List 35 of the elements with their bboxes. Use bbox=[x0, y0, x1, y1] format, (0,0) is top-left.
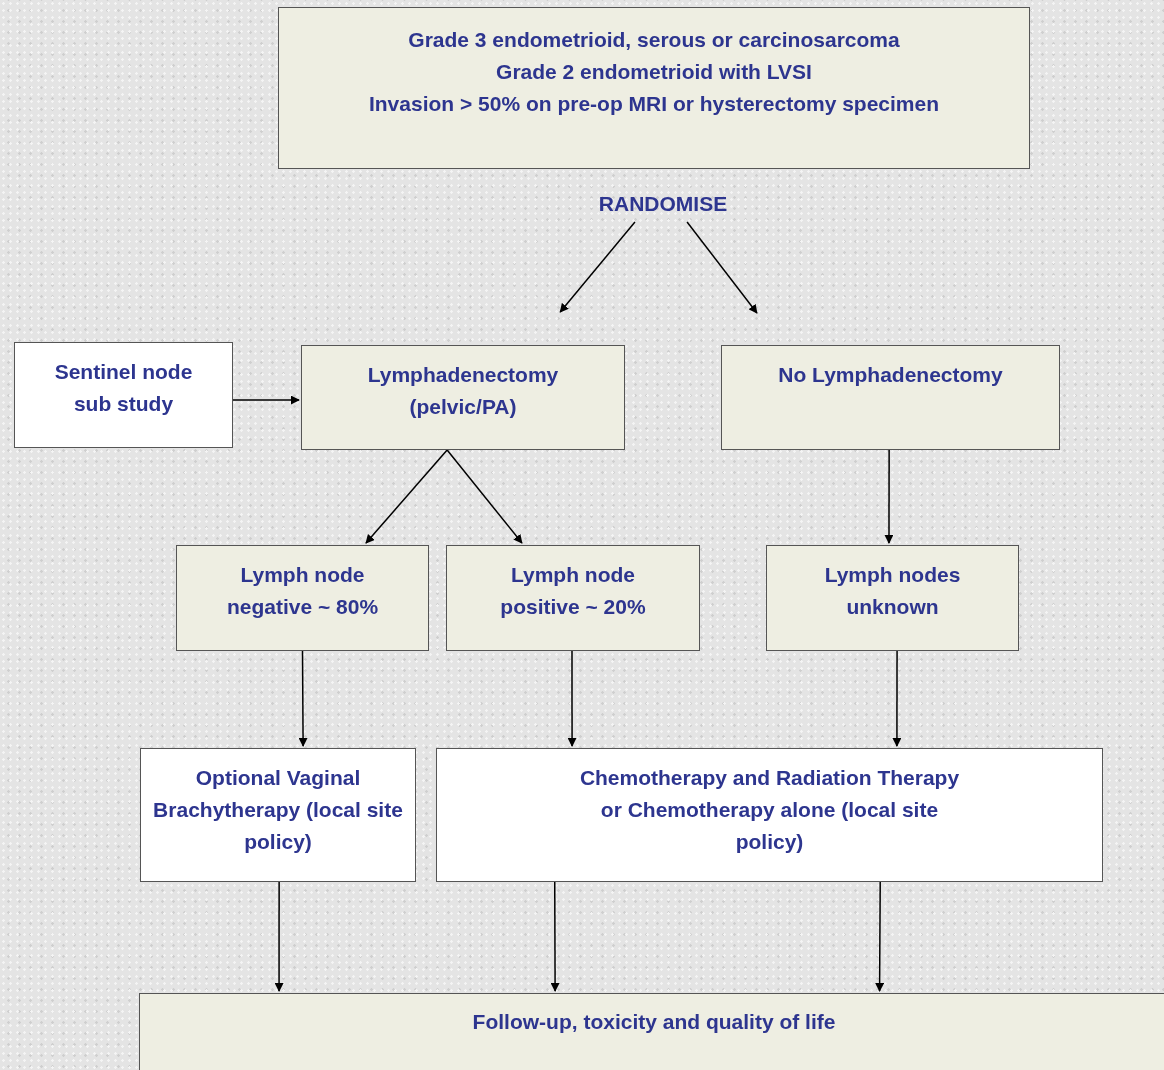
box-text: Lymph node positive ~ 20% bbox=[499, 562, 647, 620]
treatment-box bbox=[140, 748, 416, 882]
arrow bbox=[567, 650, 577, 747]
box-text: Follow-up, toxicity and quality of life bbox=[472, 1009, 836, 1035]
arrow bbox=[365, 449, 448, 544]
box-text: Lymph nodes unknown bbox=[823, 562, 962, 620]
outcome-box bbox=[446, 545, 700, 651]
box-text: Invasion > 50% on pre-op MRI or hysterectomy specimen bbox=[368, 91, 940, 117]
process-box bbox=[301, 345, 625, 450]
box-text: RANDOMISE bbox=[598, 191, 728, 217]
criteria-box bbox=[278, 7, 1030, 169]
process-box bbox=[721, 345, 1060, 450]
arrow bbox=[559, 221, 636, 313]
arrow bbox=[875, 881, 885, 992]
outcome-box bbox=[766, 545, 1019, 651]
box-text: Lymph node negative ~ 80% bbox=[225, 562, 380, 620]
box-text: No Lymphadenectomy bbox=[778, 362, 1003, 388]
box-text: Sentinel node sub study bbox=[53, 359, 194, 417]
arrow bbox=[232, 395, 300, 405]
substudy-box bbox=[14, 342, 233, 448]
treatment-box bbox=[436, 748, 1103, 882]
arrow bbox=[298, 650, 308, 747]
arrow bbox=[884, 449, 894, 544]
box-text: Chemotherapy and Radiation Therapy or Chemotherapy alone (local site policy) bbox=[578, 765, 961, 855]
follow-up-box bbox=[139, 993, 1164, 1070]
arrow bbox=[274, 881, 284, 992]
outcome-box bbox=[176, 545, 429, 651]
arrow bbox=[892, 650, 902, 747]
arrow bbox=[686, 221, 758, 314]
arrow bbox=[550, 881, 560, 992]
arrow bbox=[446, 449, 523, 544]
box-text: Lymphadenectomy (pelvic/PA) bbox=[366, 362, 560, 420]
box-text: Grade 2 endometrioid with LVSI bbox=[496, 59, 812, 85]
box-text: Optional Vaginal Brachytherapy (local site policy) bbox=[152, 765, 404, 855]
box-text: Grade 3 endometrioid, serous or carcinosarcoma bbox=[408, 27, 900, 53]
